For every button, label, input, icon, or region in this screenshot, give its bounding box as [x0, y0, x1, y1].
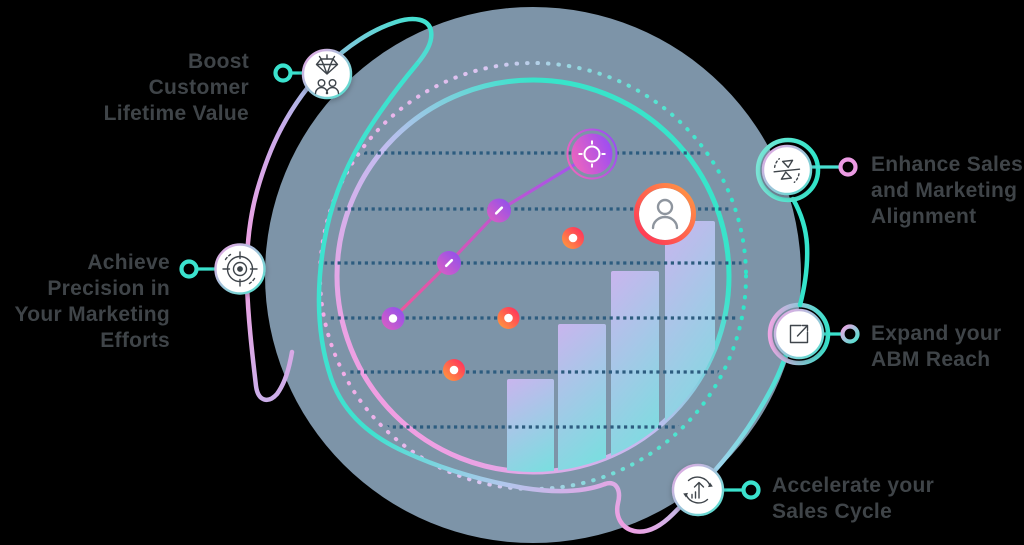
label-boost-customer-lifetime-value: Boost Customer Lifetime Value: [104, 49, 249, 127]
label-line: Achieve: [87, 251, 170, 274]
label-accelerate-sales-cycle: Accelerate your Sales Cycle: [772, 473, 934, 525]
target-bullseye-icon: [222, 251, 258, 287]
label-line: Precision in: [47, 277, 170, 300]
line-point-2: [437, 251, 461, 275]
label-achieve-precision: Achieve Precision in Your Marketing Effo…: [15, 250, 171, 354]
red-scatter-dots: [443, 227, 584, 381]
accelerate-cycle-icon: [683, 476, 713, 504]
label-line: Customer: [148, 76, 249, 99]
label-line: ABM Reach: [871, 348, 991, 371]
accelerate-icon-circle: [671, 463, 725, 517]
label-line: Accelerate your: [772, 474, 935, 497]
label-expand-abm-reach: Expand your ABM Reach: [871, 321, 1002, 373]
target-endpoint: [566, 128, 618, 180]
expand-connector-ring: [840, 324, 860, 344]
person-icon: [651, 198, 679, 230]
line-point-1: [381, 307, 405, 330]
red-dot: [562, 227, 584, 249]
expand-square-icon: [789, 324, 809, 344]
label-line: Enhance Sales: [871, 153, 1024, 176]
crosshair-icon: [578, 140, 606, 168]
bar-2: [558, 324, 606, 472]
red-dot: [443, 359, 465, 381]
connector-lines: [196, 71, 843, 492]
enhance-loop-ring: [755, 137, 821, 203]
red-dot: [497, 307, 520, 329]
label-line: Your Marketing: [14, 303, 170, 326]
satellite-icons: [179, 48, 860, 517]
label-line: Sales Cycle: [772, 500, 893, 523]
trend-line: [391, 152, 593, 320]
diamond-people-icon: [314, 54, 340, 95]
person-badge: [634, 183, 696, 245]
label-line: Boost: [188, 50, 249, 73]
label-line: Lifetime Value: [103, 102, 249, 125]
accelerate-connector-ring: [741, 480, 761, 500]
label-line: Efforts: [100, 329, 170, 352]
enhance-connector-ring: [838, 157, 858, 177]
line-point-3: [487, 198, 511, 223]
bar-1: [507, 379, 554, 472]
align-triangles-icon: [773, 158, 801, 184]
boost-connector-ring: [273, 63, 293, 83]
line-chart: [381, 128, 618, 330]
label-enhance-sales-marketing-alignment: Enhance Sales and Marketing Alignment: [871, 152, 1023, 230]
label-line: Alignment: [871, 205, 977, 228]
label-line: Expand your: [871, 322, 1002, 345]
label-line: and Marketing: [871, 179, 1018, 202]
achieve-connector-ring: [179, 259, 199, 279]
